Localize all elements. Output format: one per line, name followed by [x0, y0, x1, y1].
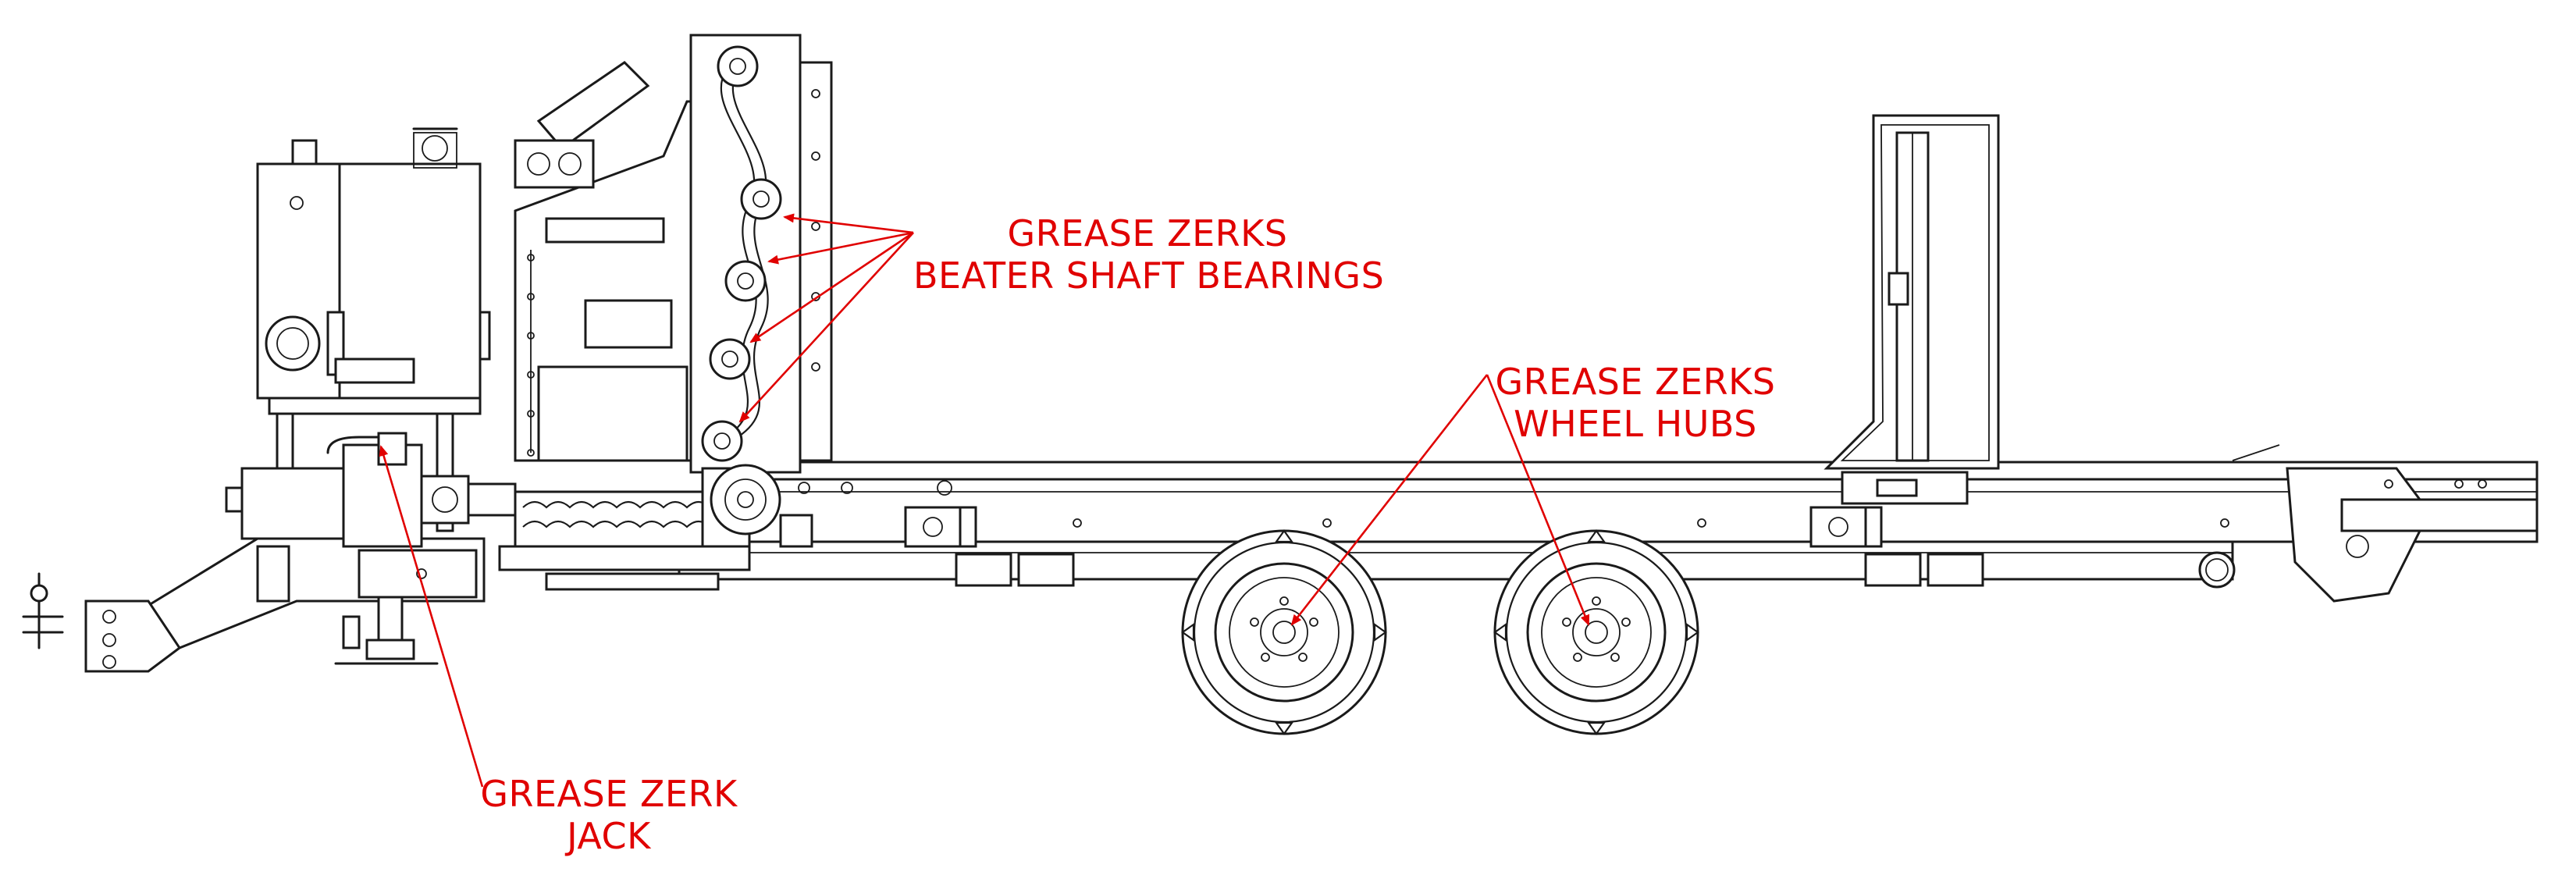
beater-tower	[689, 34, 833, 474]
beater-bearing	[717, 45, 759, 87]
wheel-hubs-callout: GREASE ZERKS WHEEL HUBS	[1479, 361, 1791, 445]
wheel-rear	[1493, 529, 1699, 735]
rear-frame-end	[2232, 444, 2539, 603]
floor-chain-plate	[498, 464, 813, 591]
beater-shaft-bearings-callout: GREASE ZERKS BEATER SHAFT BEARINGS	[913, 212, 1385, 297]
beater-leader-lines	[738, 213, 914, 423]
wheel-leader-lines	[1290, 374, 1590, 626]
jack-stand	[334, 596, 439, 665]
wheel-callout-line2: WHEEL HUBS	[1514, 403, 1757, 445]
jack-callout-line2: JACK	[567, 815, 651, 857]
jack-leader-line	[379, 445, 484, 788]
beater-bearing	[701, 420, 743, 462]
beater-bearing	[724, 260, 767, 302]
beater-bearing	[740, 178, 782, 220]
jack-callout-line1: GREASE ZERK	[480, 773, 738, 815]
wheel-callout-line1: GREASE ZERKS	[1495, 361, 1776, 403]
beater-callout-line2: BEATER SHAFT BEARINGS	[913, 254, 1385, 297]
frame-rail	[678, 461, 2539, 589]
pump-drive	[225, 397, 517, 548]
wheel-front	[1181, 529, 1387, 735]
jack-callout: GREASE ZERK JACK	[468, 773, 749, 857]
bale-rack-upright	[1823, 114, 2000, 505]
beater-callout-line1: GREASE ZERKS	[1007, 212, 1288, 254]
hydraulic-tank	[256, 127, 491, 400]
beater-bearing	[709, 338, 751, 380]
